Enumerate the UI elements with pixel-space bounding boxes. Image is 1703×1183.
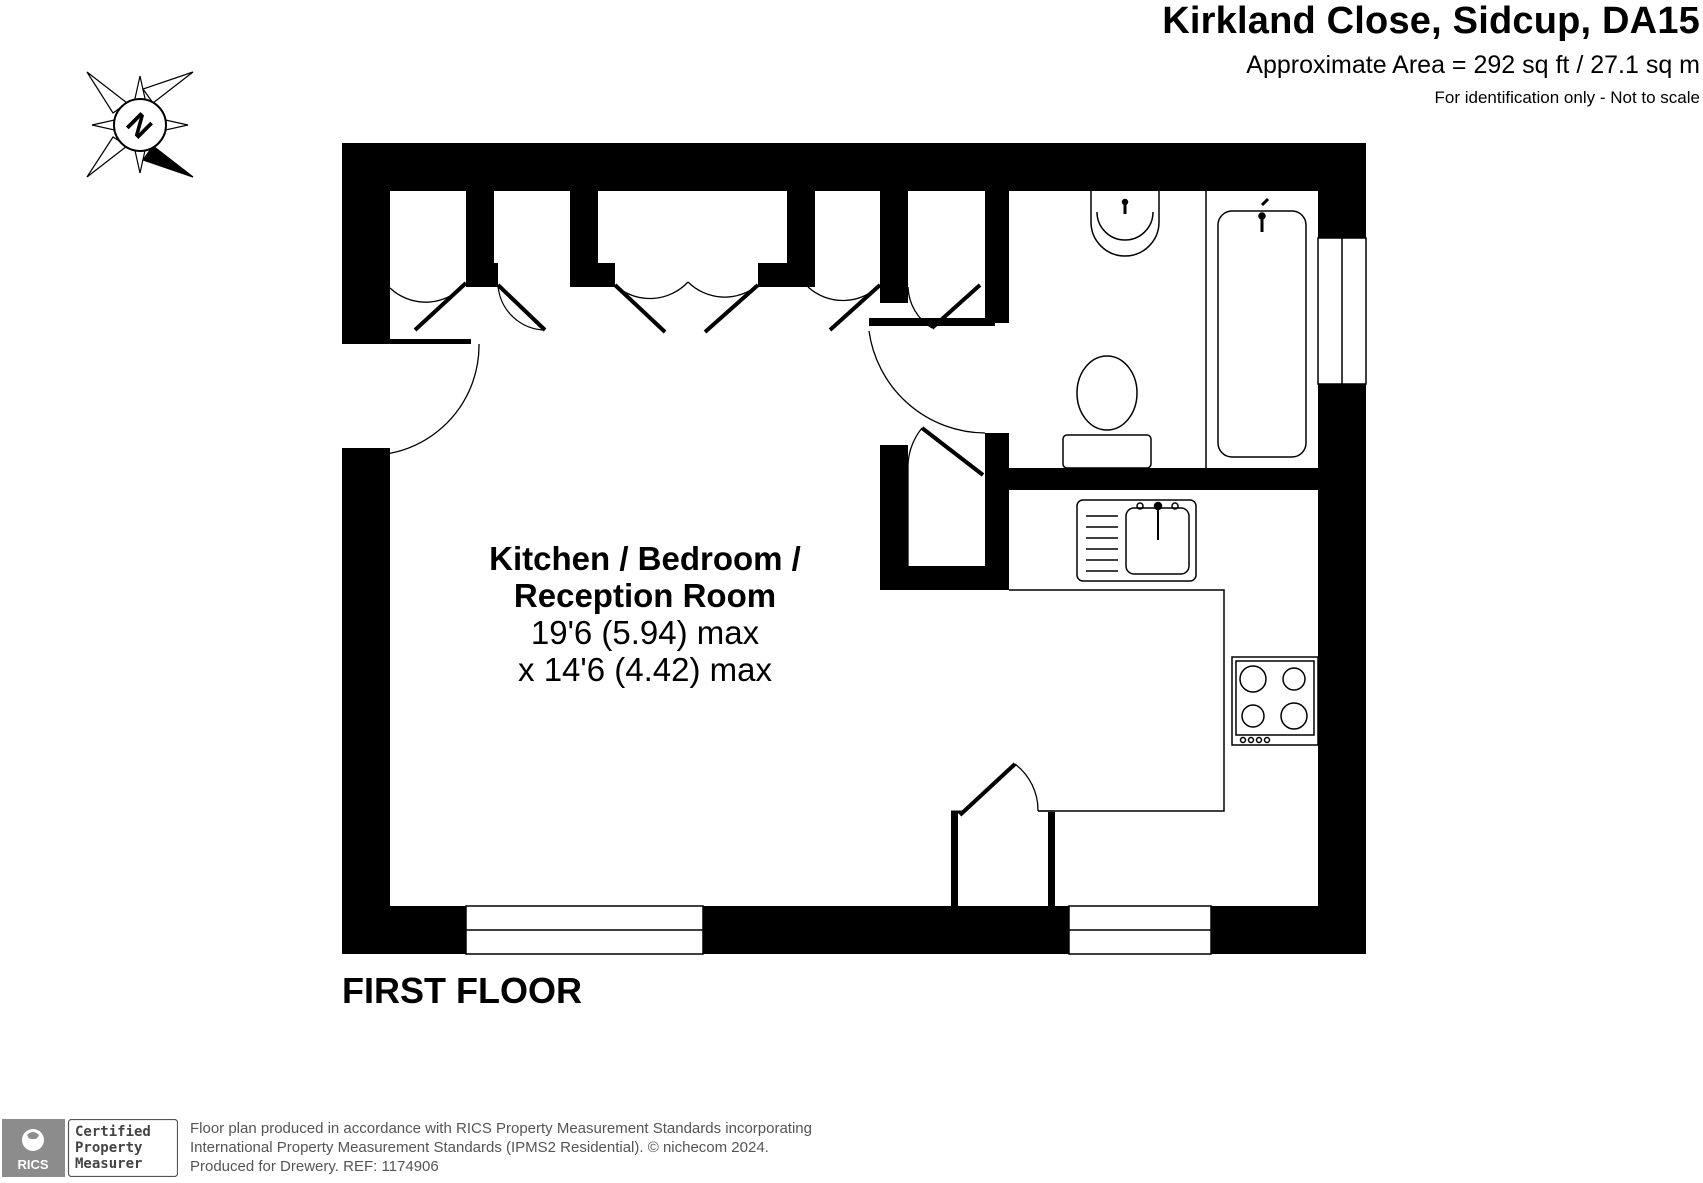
identification-note: For identification only - Not to scale xyxy=(1434,88,1700,107)
kitchen-hob xyxy=(1231,656,1319,746)
entrance-door xyxy=(341,343,480,456)
room-dimension-line1: 19'6 (5.94) max xyxy=(530,614,760,651)
footer-text: Floor plan produced in accordance with R… xyxy=(190,1119,812,1176)
bathroom-walls xyxy=(880,433,1366,590)
windows xyxy=(465,237,1367,955)
kitchen-sink xyxy=(1076,499,1197,582)
badge-line1: Certified xyxy=(75,1124,151,1140)
approximate-area: Approximate Area = 292 sq ft / 27.1 sq m xyxy=(1246,51,1700,79)
bathroom-basin xyxy=(1090,191,1160,257)
badge-line2: Property xyxy=(75,1140,143,1156)
footer-line1: Floor plan produced in accordance with R… xyxy=(190,1120,812,1137)
room-label: Kitchen / Bedroom / Reception Room 19'6 … xyxy=(440,540,850,688)
bathroom-door xyxy=(868,330,986,434)
rics-certified-badge: RICS Certified Property Measurer xyxy=(2,1119,178,1177)
wardrobe-walls xyxy=(367,191,1009,344)
bathtub xyxy=(1205,191,1307,468)
footer-line2: International Property Measurement Stand… xyxy=(190,1139,769,1156)
room-name-line2: Reception Room xyxy=(513,577,777,614)
outer-walls xyxy=(342,143,1366,954)
footer-line3: Produced for Drewery. REF: 1174906 xyxy=(190,1158,439,1175)
badge-line3: Measurer xyxy=(75,1156,142,1172)
room-name-line1: Kitchen / Bedroom / xyxy=(489,540,801,577)
lower-cupboard xyxy=(951,762,1055,906)
rics-lion-icon xyxy=(22,1129,44,1151)
page-title: Kirkland Close, Sidcup, DA15 xyxy=(1162,0,1700,42)
north-compass-icon: N xyxy=(86,71,194,178)
kitchen-worktop xyxy=(1009,589,1225,812)
cupboard-door xyxy=(907,426,985,566)
toilet xyxy=(1062,355,1152,469)
floor-label: FIRST FLOOR xyxy=(342,970,582,1011)
wardrobe-doors xyxy=(389,281,982,334)
rics-text: RICS xyxy=(17,1157,48,1172)
room-dimension-line2: x 14'6 (4.42) max xyxy=(518,651,772,688)
